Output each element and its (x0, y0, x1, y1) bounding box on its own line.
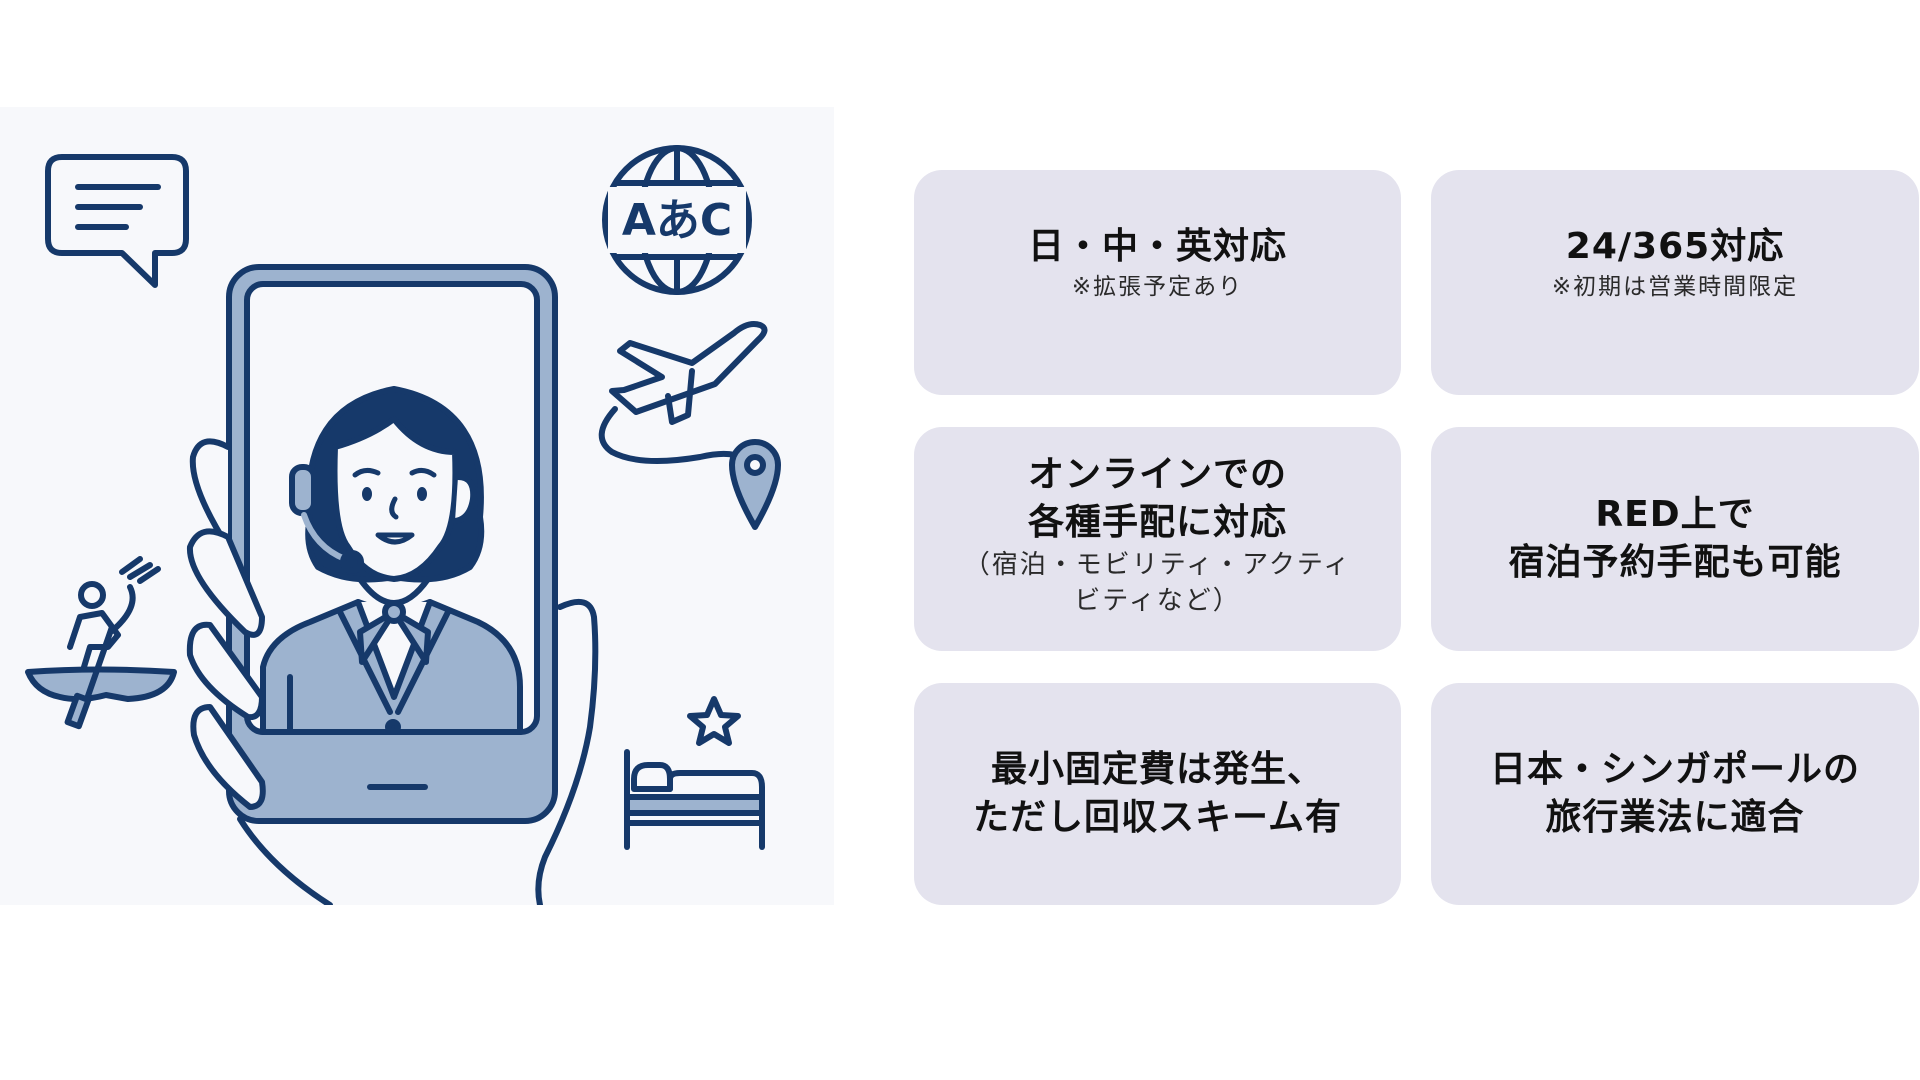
feature-card-online-arrangements: オンラインでの 各種手配に対応 （宿泊・モビリティ・アクティ ビティなど） (914, 427, 1401, 651)
feature-card-24-365: 24/365対応 ※初期は営業時間限定 (1431, 170, 1919, 395)
bed-icon (624, 749, 765, 850)
card-title: 24/365対応 (1565, 225, 1785, 267)
kayak-activity-icon (25, 581, 177, 730)
operator-avatar (260, 386, 523, 735)
card-note: ※初期は営業時間限定 (1551, 273, 1799, 300)
support-illustration: AあC (0, 107, 834, 905)
svg-text:AあC: AあC (622, 195, 732, 246)
chat-bubble-icon (45, 154, 189, 288)
feature-card-red-booking: RED上で 宿泊予約手配も可能 (1431, 427, 1919, 651)
hand (237, 598, 599, 905)
card-note: ※拡張予定あり (1071, 273, 1244, 300)
airplane-icon (598, 321, 768, 464)
card-title: 日・中・英対応 (1027, 225, 1287, 267)
feature-card-travel-law: 日本・シンガポールの 旅行業法に適合 (1431, 683, 1919, 905)
card-title: オンラインでの 各種手配に対応 (1027, 454, 1287, 543)
location-pin-icon (729, 439, 781, 530)
feature-card-languages: 日・中・英対応 ※拡張予定あり (914, 170, 1401, 395)
card-title: 日本・シンガポールの 旅行業法に適合 (1489, 749, 1860, 838)
card-subtext: （宿泊・モビリティ・アクティ ビティなど） (963, 550, 1352, 616)
dining-fork-icon (109, 556, 161, 634)
star-icon (687, 696, 741, 746)
hand-fingers (186, 438, 266, 810)
language-globe-icon: AあC (602, 145, 752, 295)
feature-card-fixed-cost: 最小固定費は発生、 ただし回収スキーム有 (914, 683, 1401, 905)
card-title: RED上で 宿泊予約手配も可能 (1508, 494, 1842, 583)
card-title: 最小固定費は発生、 ただし回収スキーム有 (973, 749, 1342, 838)
